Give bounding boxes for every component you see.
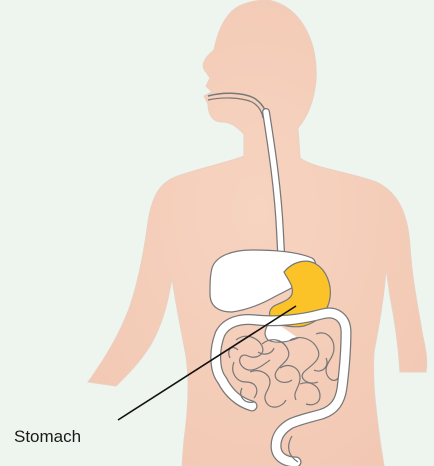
stomach-label: Stomach bbox=[14, 427, 81, 447]
body-silhouette bbox=[88, 0, 427, 466]
